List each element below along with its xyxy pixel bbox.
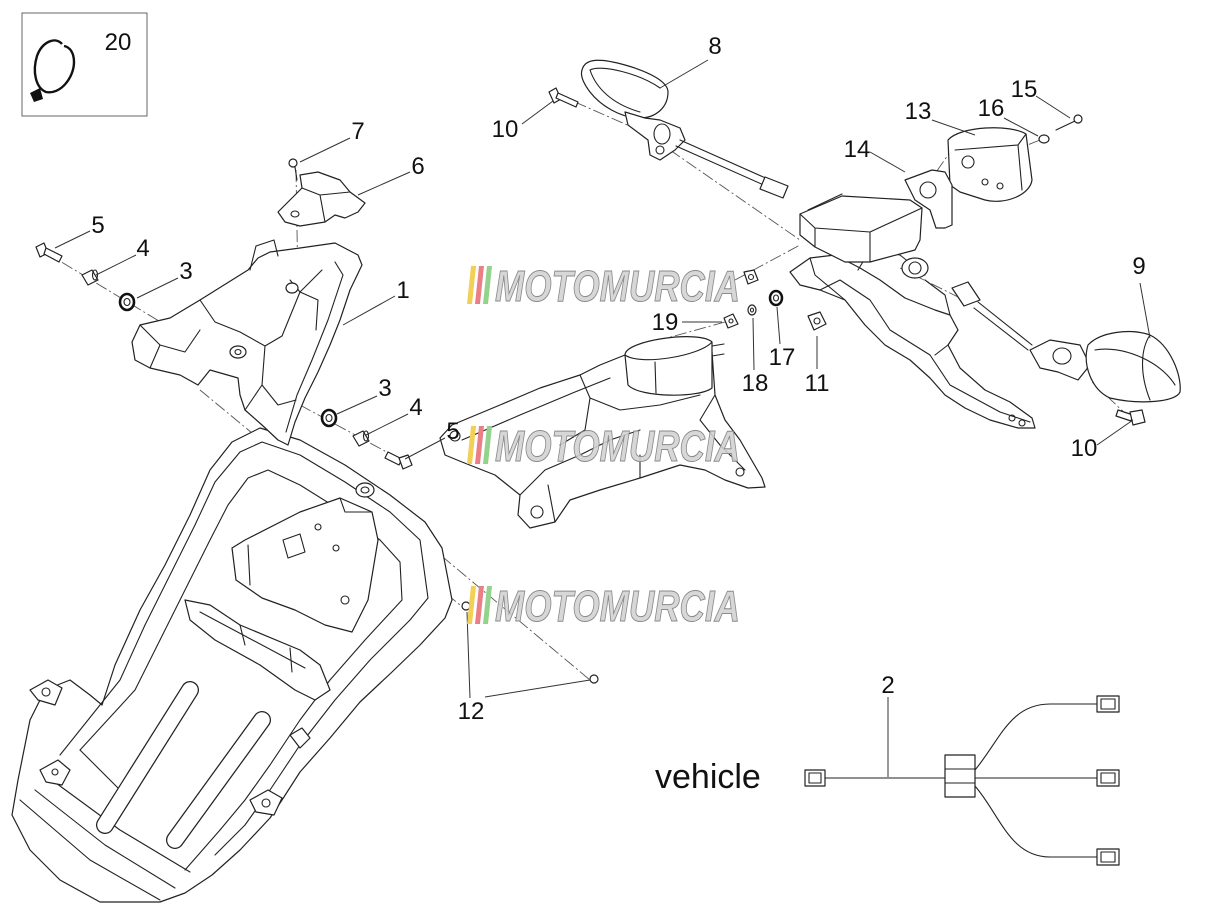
callout-5-upper: 5 <box>91 212 104 239</box>
part-8-cable <box>675 139 771 187</box>
junction-block <box>944 754 976 798</box>
bracket-upper-block <box>799 195 923 263</box>
callout-16: 16 <box>978 95 1005 122</box>
callout-17: 17 <box>769 344 796 371</box>
callout-15: 15 <box>1011 76 1038 103</box>
part-1-panel <box>131 239 363 446</box>
part-4-spacer-upper <box>81 269 99 286</box>
part-18-washer <box>747 304 757 316</box>
callout-4-upper: 4 <box>136 235 149 262</box>
callout-10-right: 10 <box>1071 435 1098 462</box>
part-6-bracket <box>277 171 366 227</box>
leader-lines <box>54 59 1151 699</box>
callout-10-top: 10 <box>492 116 519 143</box>
part-10-bolt-top <box>548 87 579 108</box>
part-8-mount <box>624 111 686 161</box>
callout-13: 13 <box>905 98 932 125</box>
nut-upper <box>743 269 759 285</box>
part-12-fastener-b <box>589 674 599 684</box>
part-15-screw <box>1055 114 1083 131</box>
branch-top <box>974 703 1098 771</box>
callout-4-lower: 4 <box>409 394 422 421</box>
part-9-cable <box>973 301 1033 351</box>
callout-12: 12 <box>458 698 485 725</box>
callout-2: 2 <box>881 672 894 699</box>
part-9-connector <box>951 281 981 307</box>
callout-9: 9 <box>1132 253 1145 280</box>
wiring-harness: vehicle <box>655 695 1120 866</box>
watermark-logo: MOTOMURCIA <box>467 422 741 472</box>
hose-clip-icon <box>33 39 76 94</box>
part-8-connector <box>759 176 789 199</box>
undertray-hinge-block <box>184 599 331 701</box>
connector-bottom <box>1096 848 1120 866</box>
part-5-bolt-lower <box>384 451 413 470</box>
vehicle-label: vehicle <box>655 758 761 796</box>
bracket-ring <box>901 257 929 279</box>
part-9-turn-indicator <box>951 281 1181 403</box>
callout-1: 1 <box>396 277 409 304</box>
callout-14: 14 <box>844 136 871 163</box>
callout-5-lower: 5 <box>446 418 459 445</box>
license-plate-bracket <box>789 193 1036 429</box>
part-17-washer <box>768 289 784 307</box>
part-13-light-cover <box>947 127 1033 202</box>
callout-6: 6 <box>411 153 424 180</box>
part-14-plate <box>904 169 953 229</box>
watermark-text: MOTOMURCIA <box>495 582 740 631</box>
part-3-grommet-lower <box>320 408 338 428</box>
tail-light-housing <box>624 336 713 396</box>
undertray-grommet-hole <box>355 482 375 498</box>
branch-bottom <box>974 785 1098 858</box>
undertray <box>11 427 453 903</box>
callout-18: 18 <box>742 370 769 397</box>
callout-3-lower: 3 <box>378 375 391 402</box>
part-4-spacer-lower <box>352 430 370 447</box>
undertray-ribs <box>96 681 271 849</box>
part-8-turn-indicator <box>580 59 789 199</box>
connector-top <box>1096 695 1120 713</box>
part-3-grommet-upper <box>118 292 136 312</box>
tail-light-assembly <box>439 336 766 529</box>
callout-11: 11 <box>805 370 830 397</box>
callout-labels: 8 10 13 15 16 14 7 6 5 4 3 1 9 19 17 18 … <box>91 33 1145 725</box>
watermark-logo: MOTOMURCIA <box>467 582 741 632</box>
part-1-boss <box>229 345 247 359</box>
part-7-screw <box>288 158 298 181</box>
watermark-logo: MOTOMURCIA <box>467 262 741 312</box>
callout-8: 8 <box>708 33 721 60</box>
vehicle-connector <box>804 769 826 787</box>
part-10-bolt-right <box>1115 409 1146 426</box>
watermark-text: MOTOMURCIA <box>495 422 740 471</box>
callout-3-upper: 3 <box>179 258 192 285</box>
part-16-washer <box>1038 134 1050 144</box>
part-5-bolt-upper <box>35 242 63 263</box>
part-11-nut <box>807 311 827 331</box>
kit-box-20: 20 <box>21 12 148 117</box>
callout-7: 7 <box>351 118 364 145</box>
connector-middle <box>1096 769 1120 787</box>
hose-clip-tab-icon <box>30 88 43 102</box>
part-19-nut <box>723 313 739 329</box>
callout-19: 19 <box>652 309 679 336</box>
callout-20: 20 <box>105 29 132 56</box>
watermark-text: MOTOMURCIA <box>495 262 740 311</box>
part-9-mount <box>1029 339 1091 381</box>
